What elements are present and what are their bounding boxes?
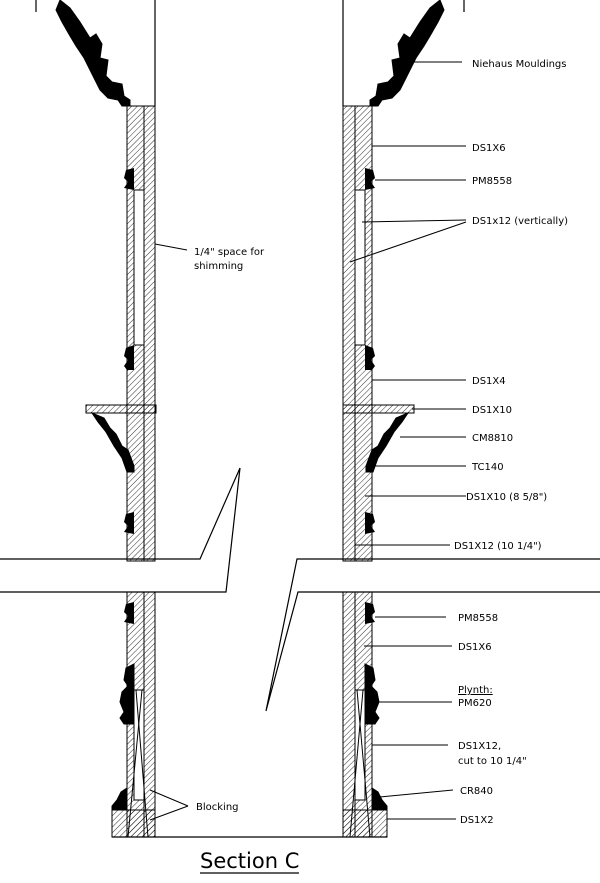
label-niehaus-mouldings: Niehaus Mouldings	[472, 59, 567, 70]
break-band	[0, 467, 600, 712]
left-base-board	[111, 809, 156, 838]
label-tc140: TC140	[471, 462, 504, 473]
label-ds1x12-1014: DS1X12 (10 1/4")	[454, 541, 542, 552]
label-ds1x10-858: DS1X10 (8 5/8")	[466, 492, 547, 503]
label-ds1x6-bottom: DS1X6	[458, 642, 492, 653]
label-ds1x12-cut-2: cut to 10 1/4"	[458, 756, 527, 767]
right-crown-moulding	[369, 0, 445, 107]
right-plynth-moulding	[364, 663, 380, 725]
label-plynth: Plynth:	[458, 685, 493, 696]
label-shim-line1: 1/4" space for	[194, 247, 265, 258]
label-pm8558-bottom: PM8558	[458, 613, 498, 624]
lower-pm8558-mouldings	[124, 602, 375, 624]
right-shelf	[342, 404, 415, 414]
label-cm8810: CM8810	[472, 433, 513, 444]
label-ds1x4: DS1X4	[472, 376, 506, 387]
right-base-board	[342, 809, 388, 838]
label-blocking: Blocking	[196, 802, 239, 813]
right-cove-moulding	[365, 411, 410, 473]
label-ds1x10: DS1X10	[472, 405, 512, 416]
right-upper-boards	[342, 105, 373, 562]
label-pm620: PM620	[458, 698, 492, 709]
left-lower-boards	[126, 591, 156, 838]
label-ds1x2: DS1X2	[460, 815, 494, 826]
left-upper-boards	[126, 105, 156, 562]
left-small-mouldings	[124, 168, 134, 534]
right-lower-boards	[342, 591, 373, 838]
left-cove-moulding	[90, 411, 135, 473]
left-crown-moulding	[55, 0, 131, 107]
label-shim-line2: shimming	[194, 261, 243, 272]
left-shelf	[85, 404, 157, 414]
right-column-outline	[342, 0, 465, 106]
drawing-title: Section C	[200, 849, 299, 873]
leader-lines	[149, 61, 467, 821]
left-plynth-moulding	[119, 663, 135, 725]
label-cr840: CR840	[460, 786, 493, 797]
right-base-moulding	[371, 787, 388, 811]
label-ds1x12-vertically: DS1x12 (vertically)	[472, 216, 568, 227]
label-ds1x12-cut-1: DS1X12,	[458, 741, 501, 752]
label-pm8558-top: PM8558	[472, 176, 512, 187]
right-small-mouldings	[365, 168, 375, 534]
left-base-moulding	[111, 787, 128, 811]
left-column-outline	[35, 0, 156, 106]
label-ds1x6-top: DS1X6	[472, 143, 506, 154]
